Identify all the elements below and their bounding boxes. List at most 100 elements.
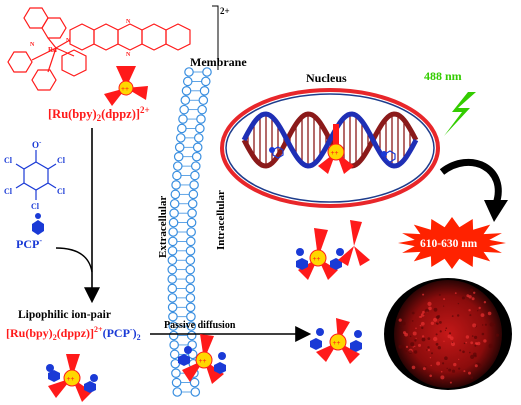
ion-pair-intracellular-icon: ++: [310, 318, 362, 364]
fluorescence-speck: [451, 315, 454, 317]
fluorescence-speck: [450, 341, 456, 347]
fluorescence-speck: [419, 324, 422, 327]
charge-bracket: [212, 5, 219, 70]
pcp-released-icon-1: [269, 146, 284, 159]
fluorescence-speck: [452, 341, 454, 344]
fluorescence-speck: [430, 321, 435, 325]
membrane-lipid-head: [185, 246, 196, 256]
fluorescence-speck: [426, 349, 428, 351]
fluorescence-speck: [421, 337, 426, 342]
membrane-lipid-head: [168, 217, 179, 228]
fluorescence-speck: [489, 322, 494, 327]
membrane-lipid-head: [185, 274, 196, 284]
fluorescence-speck: [474, 335, 478, 339]
fluorescence-speck: [445, 327, 448, 330]
fluorescence-speck: [418, 316, 421, 318]
membrane-lipid-head: [171, 368, 181, 378]
fluorescence-speck: [414, 339, 417, 342]
svg-text:++: ++: [333, 339, 341, 347]
membrane-lipid-head: [185, 283, 196, 294]
fluorescence-speck: [427, 346, 430, 349]
fluorescence-speck: [461, 296, 465, 300]
fluorescence-speck: [477, 310, 479, 312]
fluorescence-speck: [457, 302, 460, 305]
fluorescence-speck: [425, 366, 427, 368]
intracellular-label: Intracellular: [215, 190, 227, 250]
membrane-lipid-head: [175, 133, 186, 143]
membrane-lipid-head: [179, 104, 189, 115]
membrane-lipid-head: [192, 142, 203, 153]
membrane-lipid-head: [190, 170, 200, 181]
fluorescence-speck: [405, 345, 409, 348]
fluorescence-speck: [429, 357, 432, 359]
fluorescence-speck: [412, 346, 414, 348]
membrane-lipid-head: [174, 142, 185, 153]
cl-atom-3: Cl: [4, 187, 13, 196]
fluorescence-speck: [409, 335, 412, 338]
fluorescence-speck: [487, 311, 492, 316]
membrane-lipid-head: [172, 161, 183, 171]
membrane-lipid-head: [190, 161, 201, 171]
pcp-released-icon-2: [381, 150, 396, 163]
membrane-lipid-head: [186, 330, 197, 341]
fluorescence-speck: [458, 367, 461, 370]
fluorescence-speck: [402, 347, 406, 350]
membrane-lipid-head: [185, 255, 196, 266]
fluorescence-speck: [448, 332, 452, 335]
fluorescence-speck: [483, 339, 487, 343]
membrane-lipid-head: [169, 340, 179, 350]
membrane-lipid-head: [193, 133, 204, 143]
fluorescence-speck: [493, 323, 496, 326]
membrane-lipid-head: [182, 76, 193, 87]
fluorescence-speck: [427, 349, 430, 352]
n-atom-label-3: N: [126, 19, 131, 25]
fluorescence-speck: [470, 376, 474, 379]
svg-text:++: ++: [331, 149, 339, 157]
ion-pair-formula: [Ru(bpy)2(dppz)]2+(PCP-)2: [6, 325, 141, 342]
fluorescence-speck: [474, 344, 477, 347]
fluorescence-speck: [482, 324, 484, 326]
fluorescence-speck: [450, 336, 454, 341]
dna-strand-blue: [241, 111, 419, 169]
fluorescence-speck: [444, 329, 447, 331]
fluorescence-speck: [471, 335, 474, 337]
fluorescence-speck: [442, 362, 445, 365]
cl-atom-2: Cl: [57, 156, 66, 165]
membrane-lipid-head: [185, 293, 196, 303]
svg-text:++: ++: [199, 357, 207, 365]
svg-text:++: ++: [67, 375, 75, 383]
membrane-lipid-head: [186, 227, 196, 237]
pcp-icon: [32, 213, 44, 235]
fluorescence-speck: [438, 293, 441, 296]
fluorescent-nucleus-image: [394, 280, 502, 388]
svg-text:++: ++: [313, 255, 321, 263]
fluorescence-speck: [449, 381, 452, 384]
ion-pair-title: Lipophilic ion-pair: [18, 309, 111, 321]
membrane-lipid-head: [185, 302, 196, 313]
fluorescence-speck: [469, 351, 471, 354]
membrane-lipid-head: [197, 104, 207, 115]
fluorescence-speck: [465, 335, 470, 339]
membrane-lipid-head: [178, 114, 188, 124]
membrane-lipid-head: [171, 377, 182, 388]
membrane-lipid-head: [187, 198, 198, 209]
fluorescence-speck: [421, 326, 424, 330]
membrane-lipid-head: [167, 255, 178, 266]
fluorescence-speck: [443, 298, 446, 301]
membrane-lipid-head: [185, 264, 196, 275]
fluorescence-speck: [435, 333, 438, 336]
fluorescence-speck: [469, 288, 474, 293]
fluorescence-speck: [468, 295, 472, 299]
membrane-label: Membrane: [190, 55, 247, 69]
membrane-lipid-head: [169, 208, 179, 218]
fluorescence-speck: [423, 313, 425, 315]
fluorescence-speckle: [398, 288, 499, 384]
membrane-lipid-head: [167, 264, 178, 275]
membrane-lipid-head: [167, 283, 178, 294]
ru-free-icon: [338, 220, 370, 266]
membrane-lipid-head: [177, 123, 187, 134]
fluorescence-speck: [451, 369, 456, 373]
fluorescence-speck: [443, 305, 445, 307]
fluorescence-speck: [422, 367, 426, 371]
membrane-lipid-head: [172, 170, 182, 181]
